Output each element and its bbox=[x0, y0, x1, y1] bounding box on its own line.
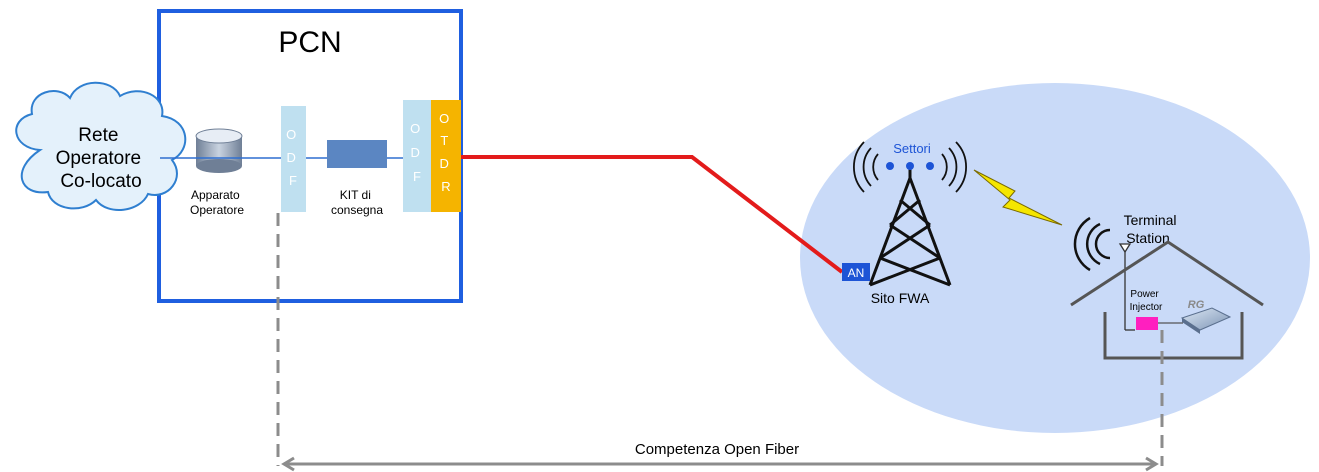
power-injector-label: Power Injector bbox=[1130, 289, 1163, 313]
antenna-icon bbox=[1118, 243, 1135, 331]
odf-left bbox=[281, 106, 306, 212]
odf-right bbox=[403, 100, 431, 212]
database-icon bbox=[195, 128, 243, 173]
sector-dot bbox=[906, 162, 914, 170]
operator-device-label: Apparato Operatore bbox=[190, 188, 244, 217]
terminal-station-label: Terminal Station bbox=[1124, 212, 1181, 246]
fiber-link bbox=[461, 155, 844, 274]
an-box bbox=[842, 263, 870, 281]
cloud-shape bbox=[15, 81, 187, 212]
otdr bbox=[431, 100, 461, 212]
sector-dot bbox=[926, 162, 934, 170]
fwa-site-label: Sito FWA bbox=[871, 290, 930, 306]
terminal-waves-icon bbox=[1073, 216, 1111, 272]
pcn-title: PCN bbox=[278, 26, 341, 59]
delivery-kit bbox=[327, 140, 387, 168]
router-icon bbox=[1180, 307, 1232, 334]
scope-arrow bbox=[281, 456, 1159, 472]
odf-right-label: O D F bbox=[410, 121, 424, 184]
odf-left-label: O D F bbox=[286, 127, 300, 188]
cloud-label: Rete Operatore Co-locato bbox=[56, 125, 147, 192]
power-injector bbox=[1136, 317, 1158, 330]
lightning-bolt-icon bbox=[973, 169, 1063, 226]
house-icon bbox=[1070, 240, 1264, 360]
delivery-kit-label: KIT di consegna bbox=[331, 188, 383, 217]
an-label: AN bbox=[848, 266, 865, 280]
sector-dot bbox=[886, 162, 894, 170]
scope-label: Competenza Open Fiber bbox=[635, 441, 799, 458]
rg-label: RG bbox=[1188, 299, 1205, 311]
sectors-label: Settori bbox=[893, 141, 931, 156]
otdr-label: O T D R bbox=[439, 111, 453, 194]
fwa-coverage-area bbox=[800, 83, 1310, 433]
sector-waves-icon bbox=[853, 141, 967, 193]
tower-icon bbox=[868, 166, 952, 287]
